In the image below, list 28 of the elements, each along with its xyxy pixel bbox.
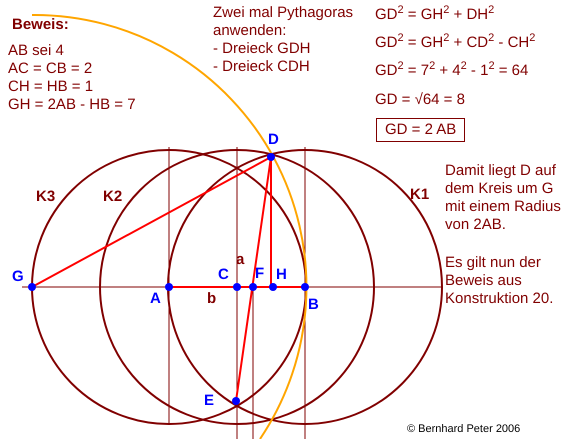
proof-statement: AB sei 4 — [8, 42, 64, 60]
point-label: F — [255, 265, 264, 283]
circle-label: K1 — [410, 186, 430, 204]
point-label: B — [308, 296, 319, 314]
conclusion-text: Damit liegt D auf dem Kreis um G mit einem Radius von 2AB. — [445, 162, 562, 234]
proof-heading: Beweis: — [12, 16, 69, 34]
segment-label: b — [207, 290, 216, 308]
proof-statement: AC = CB = 2 — [8, 60, 92, 78]
instruction-text: Zwei mal Pythagoras anwenden: — [213, 4, 354, 40]
result-box: GD = 2 AB — [376, 118, 466, 142]
instruction-text: - Dreieck CDH — [213, 58, 310, 76]
instruction-text: - Dreieck GDH — [213, 40, 311, 58]
point-label: E — [204, 392, 214, 410]
point-label: A — [150, 290, 161, 308]
point-label: C — [218, 266, 229, 284]
point-label: D — [268, 131, 279, 149]
formula: GD = √64 = 8 — [375, 91, 465, 109]
proof-statement: GH = 2AB - HB = 7 — [8, 96, 136, 114]
copyright-text: © Bernhard Peter 2006 — [407, 422, 520, 437]
point-label: G — [12, 268, 24, 286]
formula: GD$^{2}$ = GH$^{2}$ + CD$^{2}$ - CH$^{2}$ — [375, 34, 536, 52]
point-label: H — [276, 266, 287, 284]
circle-label: K2 — [103, 188, 122, 206]
formula: GD$^{2}$ = 7$^{2}$ + 4$^{2}$ - 1$^{2}$ = 64 — [375, 62, 528, 80]
circle-label: K3 — [36, 188, 56, 206]
conclusion-text: Es gilt nun der Beweis aus Konstruktion 20. — [445, 254, 554, 308]
formula: GD$^{2}$ = GH$^{2}$ + DH$^{2}$ — [375, 6, 494, 24]
proof-statement: CH = HB = 1 — [8, 78, 94, 96]
